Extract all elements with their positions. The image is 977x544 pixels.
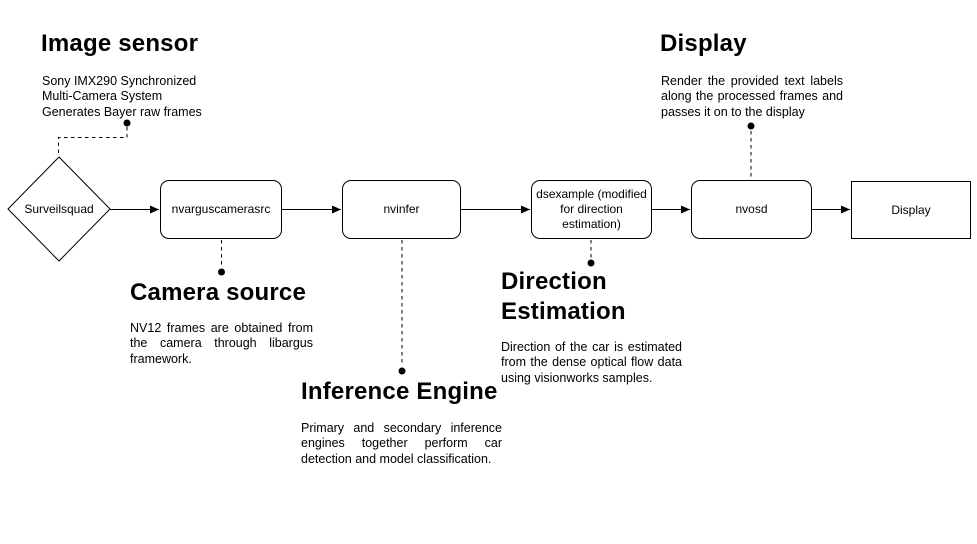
node-nvarguscamerasrc: nvarguscamerasrc [160,180,282,239]
dot-image-sensor [123,119,131,127]
diamond-shape-surveilsquad [7,156,111,262]
annotation-body-inference-engine: Primary and secondary inference engines … [301,421,502,466]
annotation-title-direction-estimation: Direction Estimation [501,268,626,325]
annotation-title-display: Display [660,30,747,57]
node-nvinfer: nvinfer [342,180,461,239]
dot-inference-engine [398,367,406,375]
dot-display [747,122,755,130]
node-display-label: Display [891,202,931,217]
dashed-connector-image-sensor [58,127,128,156]
annotation-title-camera-source: Camera source [130,279,307,306]
annotation-title-inference-engine: Inference Engine [301,378,498,405]
node-nvosd: nvosd [691,180,812,239]
annotation-body-direction-estimation: Direction of the car is estimated from t… [501,340,682,385]
node-dsexample: dsexample (modified for direction estima… [531,180,652,239]
node-nvarguscamerasrc-label: nvarguscamerasrc [171,202,271,216]
annotation-body-display: Render the provided text labels along th… [661,74,843,119]
node-nvinfer-label: nvinfer [383,202,420,216]
annotation-body-camera-source: NV12 frames are obtained from the camera… [130,321,313,366]
node-surveilsquad-label: Surveilsquad [24,201,94,216]
dot-direction-estimation [587,259,595,267]
annotation-title-image-sensor: Image sensor [41,30,199,57]
annotation-body-image-sensor: Sony IMX290 Synchronized Multi-Camera Sy… [42,74,202,119]
dot-camera-source [218,268,225,276]
node-nvosd-label: nvosd [735,202,768,216]
node-display: Display [851,181,971,239]
node-dsexample-label: dsexample (modified for direction estima… [536,187,647,231]
